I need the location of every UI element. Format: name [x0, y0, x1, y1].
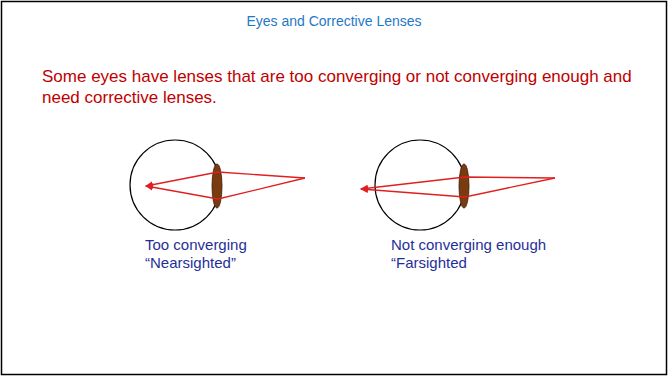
eyeball [375, 140, 465, 230]
intro-text: Some eyes have lenses that are too conve… [42, 66, 634, 109]
eye-lens [459, 164, 469, 208]
eye-caption: “Nearsighted” [145, 254, 236, 272]
eyeball [130, 140, 220, 230]
light-ray [361, 178, 555, 197]
light-ray [361, 177, 555, 189]
eye-lens [212, 164, 222, 208]
eye-caption: Not converging enough [391, 236, 546, 254]
eye-caption: “Farsighted [391, 254, 467, 272]
eye-caption: Too converging [145, 236, 247, 254]
slide-title: Eyes and Corrective Lenses [0, 13, 668, 30]
light-ray [146, 178, 305, 199]
